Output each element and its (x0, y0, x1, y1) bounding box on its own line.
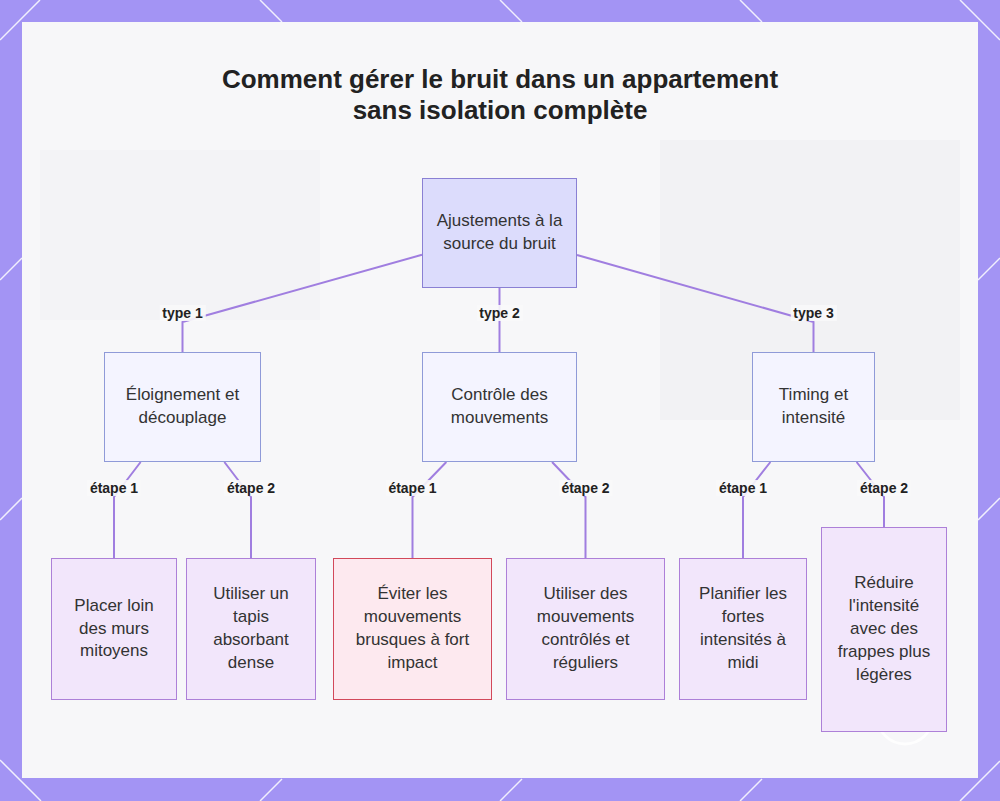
frame-line (978, 498, 1000, 520)
edge-label: type 1 (159, 305, 205, 321)
edge-label: étape 2 (558, 480, 612, 496)
box-text: Placer loin des murs mitoyens (64, 595, 164, 664)
process-box: Contrôle des mouvements (422, 352, 577, 462)
edge-label: étape 1 (716, 480, 770, 496)
diagram-title: Comment gérer le bruit dans un apparteme… (200, 64, 800, 126)
edge-label: type 2 (476, 305, 522, 321)
box-text: Utiliser des mouvements contrôlés et rég… (519, 583, 652, 675)
frame-line (740, 0, 762, 22)
box-text: Éloignement et découplage (117, 384, 248, 430)
frame-line (260, 0, 282, 22)
process-box: Timing et intensité (752, 352, 875, 462)
frame-line (500, 779, 522, 801)
box-text: Timing et intensité (765, 384, 862, 430)
process-box: Planifier les fortes intensités à midi (679, 558, 807, 700)
edge-label: étape 1 (87, 480, 141, 496)
process-box: Utiliser des mouvements contrôlés et rég… (506, 558, 665, 700)
connector-line (413, 462, 447, 558)
frame-line (260, 779, 282, 801)
frame-line (500, 0, 522, 22)
edge-label: étape 1 (385, 480, 439, 496)
frame-line (0, 258, 22, 280)
edge-label: type 3 (790, 305, 836, 321)
process-box: Utiliser un tapis absorbant dense (186, 558, 316, 700)
process-box: Réduire l'intensité avec des frappes plu… (821, 527, 947, 732)
box-text: Utiliser un tapis absorbant dense (199, 583, 303, 675)
box-text: Contrôle des mouvements (435, 384, 564, 430)
process-box: Éviter les mouvements brusques à fort im… (333, 558, 492, 700)
inner-panel (22, 22, 978, 778)
frame-line (978, 258, 1000, 280)
frame-line (0, 498, 22, 520)
frame-line (740, 779, 762, 801)
connector-line (552, 462, 585, 558)
box-text: Réduire l'intensité avec des frappes plu… (834, 572, 934, 687)
connector-line (743, 462, 770, 558)
box-text: Ajustements à la source du bruit (435, 210, 564, 256)
edge-label: étape 2 (857, 480, 911, 496)
box-text: Éviter les mouvements brusques à fort im… (346, 583, 479, 675)
edge-label: étape 2 (224, 480, 278, 496)
connector-line (183, 255, 423, 352)
process-box: Éloignement et découplage (104, 352, 261, 462)
connector-line (224, 462, 251, 558)
box-text: Planifier les fortes intensités à midi (692, 583, 794, 675)
process-box: Placer loin des murs mitoyens (51, 558, 177, 700)
process-box: Ajustements à la source du bruit (422, 178, 577, 288)
connector-line (114, 462, 141, 558)
connector-line (577, 255, 814, 352)
